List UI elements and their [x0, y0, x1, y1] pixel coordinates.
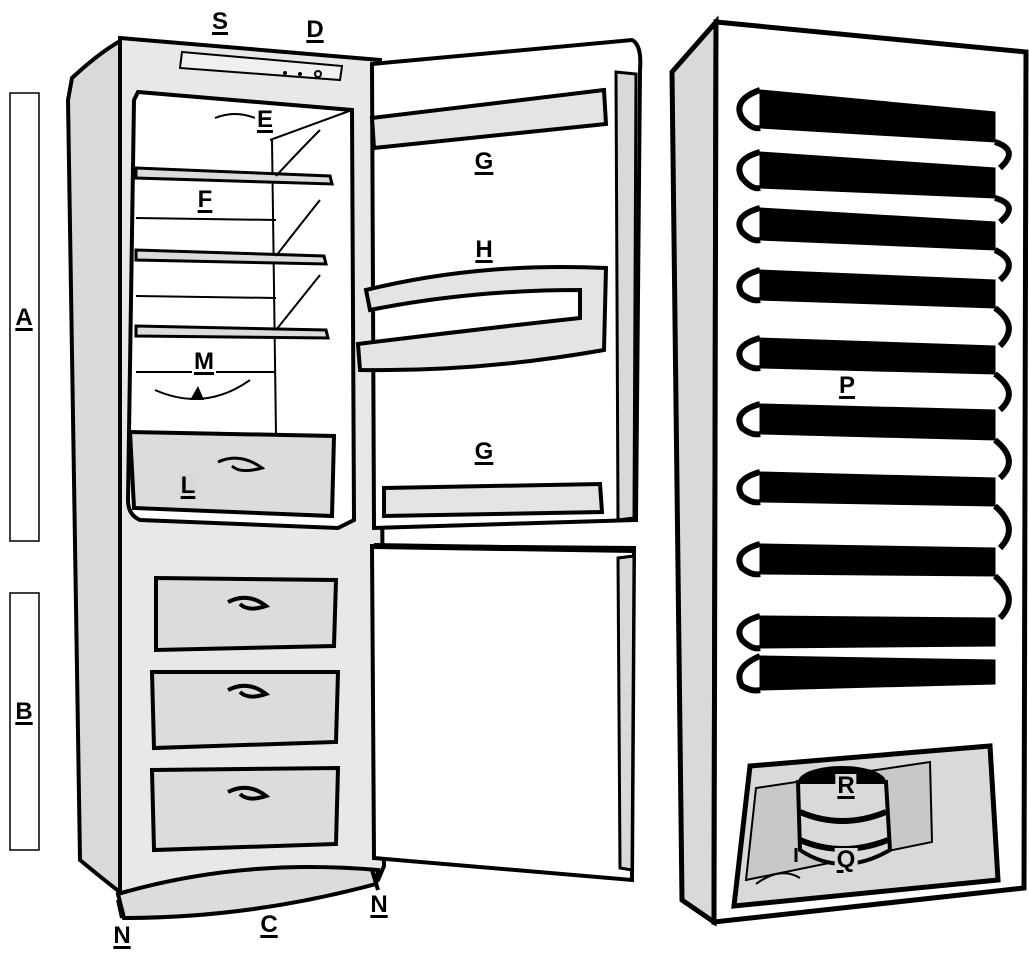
egg-rack: [355, 264, 609, 373]
door-balcony-top: [369, 87, 609, 151]
label-N-left: N: [111, 922, 133, 949]
left-foot: [116, 899, 124, 919]
label-G-top: G: [472, 148, 496, 175]
fridge-compartment: [125, 89, 357, 531]
label-P: P: [836, 372, 858, 399]
freezer-drawer: [149, 670, 341, 751]
label-H: H: [473, 236, 495, 263]
interior-light: [214, 113, 256, 119]
label-F: F: [195, 186, 215, 213]
label-M: M: [192, 348, 216, 375]
shelves: [134, 129, 334, 373]
label-E: E: [254, 106, 276, 133]
label-A: A: [13, 304, 35, 331]
label-N-right: N: [368, 891, 390, 918]
label-Q: Q: [834, 846, 858, 873]
right-foot: [370, 869, 380, 891]
crisper-drawer: [127, 429, 337, 519]
freezer-drawers: [149, 575, 341, 853]
fridge-door: [355, 37, 643, 531]
freezer-drawer: [154, 575, 339, 653]
label-G-bottom: G: [472, 438, 496, 465]
kick-plate: [115, 865, 381, 921]
freezer-drawer: [149, 765, 341, 853]
label-R: R: [835, 772, 857, 799]
fridge-body: [65, 35, 387, 921]
door-balcony-bottom: [382, 481, 605, 519]
label-C: C: [258, 911, 280, 938]
label-L: L: [178, 472, 198, 499]
label-B: B: [13, 698, 35, 725]
thermostat: [154, 379, 251, 400]
fridge-rear-view: [669, 15, 1029, 927]
label-D: D: [306, 16, 324, 43]
compressor-wire: [755, 872, 801, 885]
condenser-coil: [759, 89, 996, 691]
freezer-door: [369, 543, 637, 883]
label-S: S: [211, 8, 229, 35]
